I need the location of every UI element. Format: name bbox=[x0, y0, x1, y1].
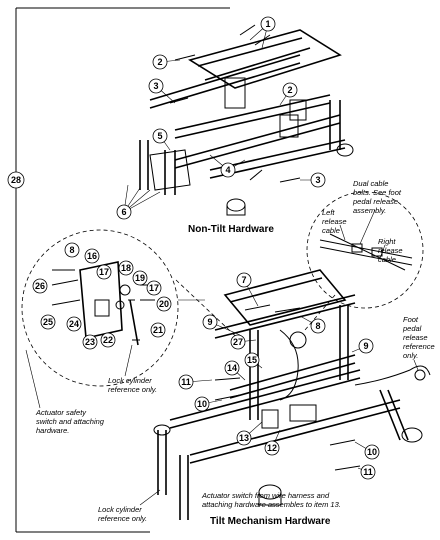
dual-cable-note: Dual cable bolts. See foot pedal release… bbox=[352, 179, 403, 215]
lock-cylinder-top-note: Lock cylinder reference only. bbox=[108, 376, 157, 394]
callout-11a: 11 bbox=[181, 377, 191, 387]
callout-10a: 10 bbox=[197, 399, 207, 409]
right-release-note: Right release cable bbox=[378, 237, 405, 264]
callout-14: 14 bbox=[227, 363, 237, 373]
page-ref-bubble bbox=[7, 171, 25, 189]
switch-detail-connector bbox=[175, 279, 246, 346]
lock-cylinder-leader bbox=[124, 344, 133, 377]
callout-3b-label: 3 bbox=[315, 175, 320, 185]
left-release-note: Left release cable bbox=[322, 208, 349, 235]
callout-18: 18 bbox=[121, 263, 131, 273]
bottom-callouts: 7 9 8 27 15 14 11 10 9 13 12 10 11 bbox=[178, 272, 380, 480]
callout-20: 20 bbox=[159, 299, 169, 309]
actuator-safety-leader bbox=[25, 349, 41, 409]
callout-6 bbox=[116, 204, 132, 220]
callout-22: 22 bbox=[103, 335, 113, 345]
callout-2b bbox=[282, 82, 298, 98]
lock-cylinder-bottom-note: Lock cylinder reference only. bbox=[98, 505, 147, 523]
callout-27: 27 bbox=[233, 337, 243, 347]
callout-17b: 17 bbox=[149, 283, 159, 293]
callout-9b: 9 bbox=[363, 341, 368, 351]
foot-pedal-note: Foot pedal release reference only. bbox=[402, 315, 437, 360]
callout-26: 26 bbox=[35, 281, 45, 291]
callout-3b bbox=[310, 172, 326, 188]
callout-9a: 9 bbox=[207, 317, 212, 327]
callout-5 bbox=[152, 128, 168, 144]
callout-23: 23 bbox=[85, 337, 95, 347]
non-tilt-frame bbox=[139, 24, 354, 216]
cable-detail-connector bbox=[304, 294, 336, 331]
callout-25: 25 bbox=[43, 317, 53, 327]
callout-3a-label: 3 bbox=[153, 81, 158, 91]
non-tilt-title: Non-Tilt Hardware bbox=[188, 224, 274, 235]
callout-4 bbox=[220, 162, 236, 178]
tilt-frame bbox=[153, 269, 431, 520]
callout-1-label: 1 bbox=[265, 19, 270, 29]
page-ref-number: 28 bbox=[11, 175, 21, 185]
callout-7: 7 bbox=[241, 275, 246, 285]
callout-15: 15 bbox=[247, 355, 257, 365]
actuator-switch-note: Actuator switch from wire harness and at… bbox=[201, 491, 341, 509]
callout-6-label: 6 bbox=[121, 207, 126, 217]
callout-4-label: 4 bbox=[225, 165, 230, 175]
foot-pedal-leader bbox=[413, 359, 419, 371]
callout-19: 19 bbox=[135, 273, 145, 283]
callout-24: 24 bbox=[69, 319, 79, 329]
callout-8: 8 bbox=[315, 321, 320, 331]
callout-2b-label: 2 bbox=[287, 85, 292, 95]
callout-1 bbox=[260, 16, 276, 32]
callout-3a bbox=[148, 78, 164, 94]
callout-16: 16 bbox=[87, 251, 97, 261]
tilt-mechanism-title: Tilt Mechanism Hardware bbox=[210, 516, 331, 527]
callout-2a-label: 2 bbox=[157, 57, 162, 67]
callout-8-detail: 8 bbox=[69, 245, 74, 255]
actuator-safety-note: Actuator safety switch and attaching har… bbox=[35, 408, 106, 435]
callout-10b: 10 bbox=[367, 447, 377, 457]
callout-2a bbox=[152, 54, 168, 70]
callout-5-label: 5 bbox=[157, 131, 162, 141]
top-callouts: 1 2 3 2 5 4 3 6 bbox=[116, 16, 326, 220]
switch-detail-circle bbox=[21, 229, 205, 387]
callout-21: 21 bbox=[153, 325, 163, 335]
callout-12: 12 bbox=[267, 443, 277, 453]
lock-cylinder-bottom-leader bbox=[139, 489, 161, 506]
callout-17a: 17 bbox=[99, 267, 109, 277]
callout-13: 13 bbox=[239, 433, 249, 443]
callout-11b: 11 bbox=[363, 467, 373, 477]
left-detail-callouts: 8 16 17 18 26 19 17 20 25 24 22 23 21 bbox=[32, 242, 172, 350]
cable-detail-circle bbox=[306, 191, 424, 309]
